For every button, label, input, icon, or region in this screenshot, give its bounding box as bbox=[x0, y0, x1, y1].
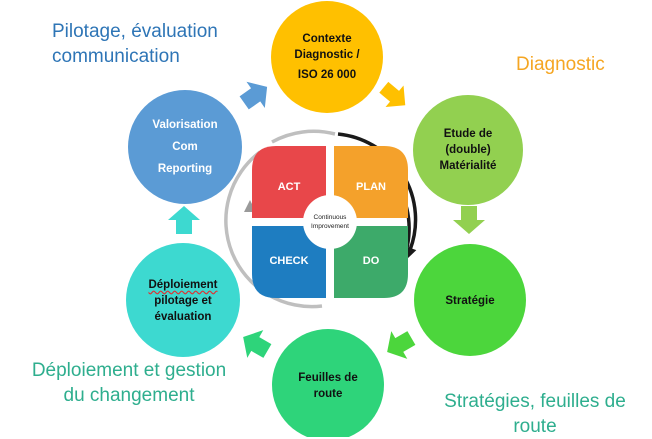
quadrant-act bbox=[252, 146, 326, 218]
phase-label-diagnostic: Diagnostic bbox=[516, 54, 605, 75]
quadrant-do bbox=[334, 226, 408, 298]
center-label-2: Improvement bbox=[311, 223, 349, 230]
label-plan: PLAN bbox=[356, 181, 386, 193]
step-circle-materialite bbox=[413, 95, 523, 205]
cycle-arc-light bbox=[224, 150, 323, 309]
arrow-valorisation-to-contexte bbox=[239, 81, 268, 110]
arrow-deploiement-to-valorisation bbox=[168, 206, 200, 234]
arrow-feuilles-to-deploiement bbox=[243, 330, 272, 358]
step-circle-feuilles bbox=[272, 329, 384, 437]
step-circle-valorisation bbox=[128, 90, 242, 204]
pdca-wheel: Continuous Improvement ACT PLAN CHECK DO bbox=[224, 128, 422, 312]
step-circle-deploiement bbox=[126, 243, 240, 357]
arrow-materialite-to-strategie bbox=[453, 206, 485, 234]
center-label-1: Continuous bbox=[314, 214, 348, 221]
center-disc bbox=[303, 195, 357, 249]
step-label-strategie: Stratégie bbox=[445, 295, 495, 307]
quadrant-check bbox=[252, 226, 326, 298]
label-do: DO bbox=[363, 255, 380, 267]
step-label-materialite: Etude de(double)Matérialité bbox=[439, 128, 497, 172]
label-check: CHECK bbox=[269, 255, 308, 267]
label-act: ACT bbox=[278, 181, 301, 193]
arrow-strategie-to-feuilles bbox=[387, 331, 416, 359]
arrow-contexte-to-materialite bbox=[379, 81, 406, 108]
quadrant-plan bbox=[334, 146, 408, 218]
step-circle-strategie bbox=[414, 244, 526, 356]
step-circle-contexte bbox=[271, 1, 383, 113]
